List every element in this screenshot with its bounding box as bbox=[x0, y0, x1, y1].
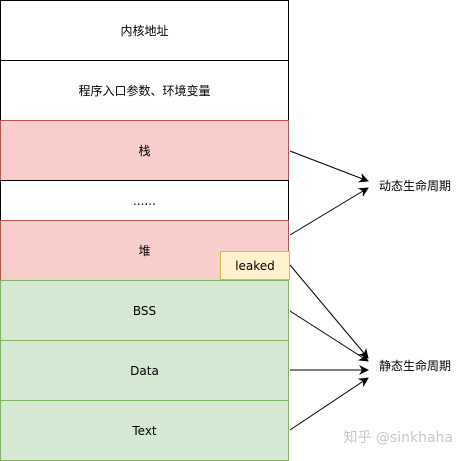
segment-stack-label: 栈 bbox=[138, 144, 151, 158]
segment-data-label: Data bbox=[130, 363, 159, 378]
leaked-box: leaked bbox=[220, 251, 290, 280]
segment-bss: BSS bbox=[0, 280, 289, 341]
segment-gap-label: ...... bbox=[133, 193, 156, 208]
segment-heap-label: 堆 bbox=[138, 244, 151, 258]
static-lifecycle-label: 静态生命周期 bbox=[379, 359, 452, 373]
segment-stack: 栈 bbox=[0, 120, 289, 181]
segment-bss-label: BSS bbox=[132, 303, 157, 318]
segment-text-label: Text bbox=[132, 423, 157, 438]
segment-kernel-label: 内核地址 bbox=[120, 24, 169, 38]
arrow-bss-to-static bbox=[289, 310, 369, 362]
arrow-text-to-static bbox=[289, 377, 369, 431]
segment-data: Data bbox=[0, 340, 289, 401]
arrow-stack-to-dynamic bbox=[289, 150, 369, 183]
leaked-label: leaked bbox=[235, 258, 275, 273]
segment-args-env-label: 程序入口参数、环境变量 bbox=[78, 84, 211, 98]
arrow-heap-to-dynamic bbox=[289, 187, 369, 236]
watermark: 知乎 @sinkhaha bbox=[343, 430, 453, 446]
arrow-leaked-to-static bbox=[289, 264, 369, 359]
segment-kernel: 内核地址 bbox=[0, 0, 289, 61]
dynamic-lifecycle-label: 动态生命周期 bbox=[379, 179, 452, 193]
